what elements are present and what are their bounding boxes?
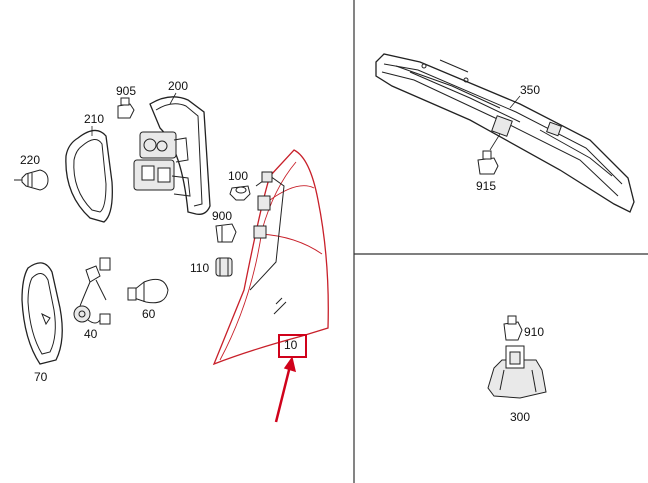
part-40-socket-harness[interactable] xyxy=(73,257,111,325)
label-905: 905 xyxy=(116,84,136,98)
label-220: 220 xyxy=(20,153,40,167)
highlight-arrow xyxy=(274,356,297,423)
label-915: 915 xyxy=(476,179,496,193)
label-110: 110 xyxy=(190,261,209,275)
label-350: 350 xyxy=(520,83,540,97)
part-905-connector[interactable] xyxy=(117,97,135,119)
label-210: 210 xyxy=(84,112,104,126)
part-900-connector[interactable] xyxy=(215,223,237,243)
label-60: 60 xyxy=(142,307,156,321)
label-900: 900 xyxy=(212,209,232,223)
part-200-lamp-carrier[interactable] xyxy=(133,96,211,215)
part-220-bulb[interactable] xyxy=(14,169,49,191)
part-60-bulb[interactable] xyxy=(127,278,169,304)
part-70-gasket[interactable] xyxy=(21,262,63,365)
part-10-tail-lamp[interactable] xyxy=(212,149,329,366)
part-915-connector[interactable] xyxy=(477,133,501,175)
label-10: 10 xyxy=(284,338,298,352)
label-70: 70 xyxy=(34,370,48,384)
label-40: 40 xyxy=(84,327,98,341)
part-110-nut[interactable] xyxy=(215,257,233,277)
label-300: 300 xyxy=(510,410,530,424)
part-350-third-brake-light[interactable] xyxy=(375,53,635,213)
part-910-connector[interactable] xyxy=(503,315,523,341)
part-100-grommet[interactable] xyxy=(229,185,251,201)
part-300-lamp-housing[interactable] xyxy=(487,345,547,399)
label-100: 100 xyxy=(228,169,248,183)
label-910: 910 xyxy=(524,325,544,339)
label-200: 200 xyxy=(168,79,188,93)
part-210-gasket[interactable] xyxy=(65,129,113,223)
